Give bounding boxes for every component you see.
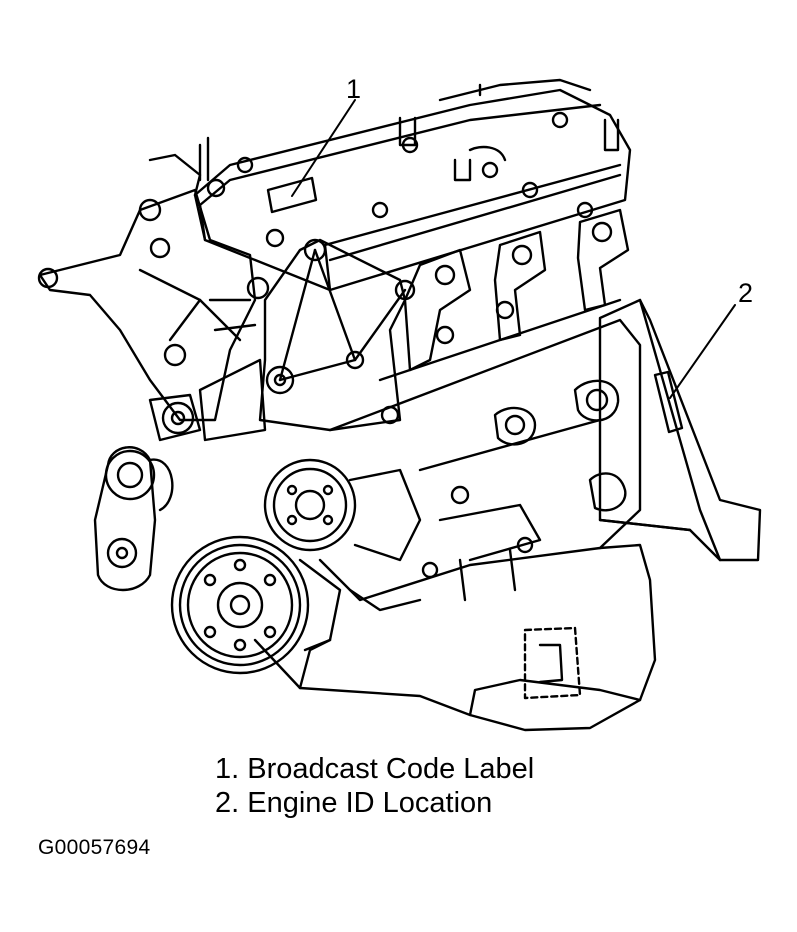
rear-mount-bracket (598, 298, 762, 562)
water-pump-pulley (263, 458, 422, 562)
callout-leader-1 (291, 99, 356, 197)
oil-pan (253, 543, 657, 732)
legend: 1. Broadcast Code Label 2. Engine ID Loc… (215, 752, 534, 820)
front-mount-bracket (37, 188, 270, 422)
callout-leader-2 (669, 304, 736, 399)
belt-tensioner (93, 446, 174, 592)
exhaust-manifold (403, 208, 630, 372)
callout-number-1: 1 (346, 74, 362, 104)
broadcast-code-label (266, 176, 318, 214)
legend-item: 2. Engine ID Location (215, 787, 493, 819)
figure-id: G00057694 (38, 836, 151, 859)
engine-block (318, 298, 642, 612)
crankshaft-pulley (170, 535, 342, 675)
engine-id-location (653, 370, 684, 434)
engine-illustration (37, 78, 762, 732)
valve-cover (148, 78, 632, 292)
accessory-brackets (148, 238, 416, 442)
callout-number-2: 2 (738, 278, 754, 308)
legend-item: 1. Broadcast Code Label (215, 753, 535, 785)
